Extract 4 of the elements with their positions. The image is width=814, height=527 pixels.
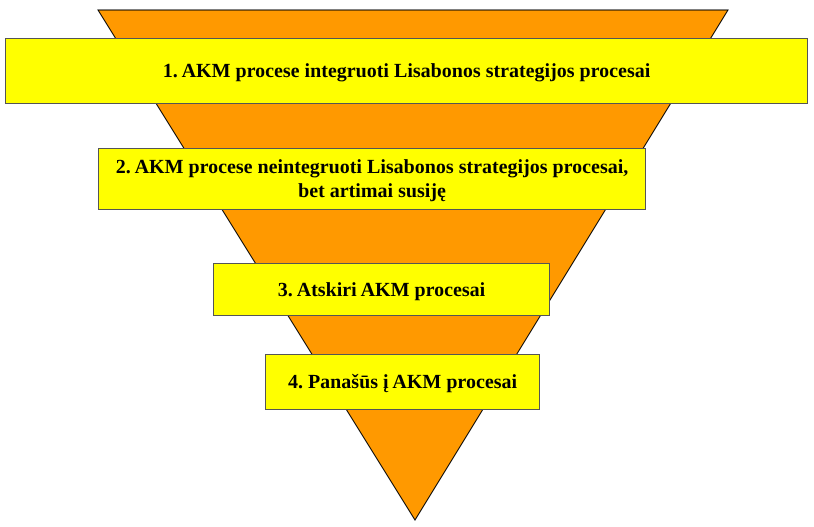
process-box: 1. AKM procese integruoti Lisabonos strategijos procesai [5,38,808,104]
process-box: 4. Panašūs į AKM procesai [265,354,540,410]
process-box: 3. Atskiri AKM procesai [213,263,550,316]
process-box: 2. AKM procese neintegruoti Lisabonos strategijos procesai, bet artimai susiję [98,148,646,210]
